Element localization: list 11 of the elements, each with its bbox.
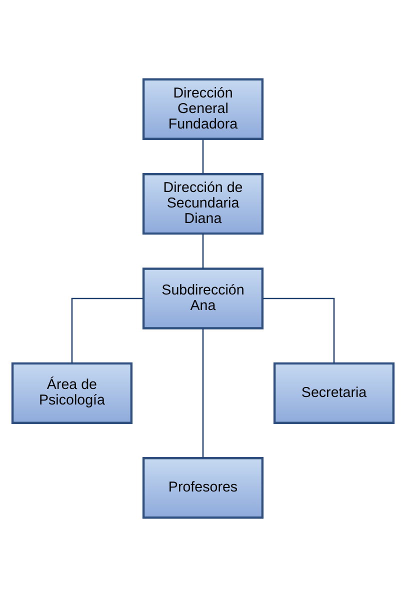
node-box: Dirección de Secundaria Diana: [142, 172, 264, 234]
node-box: Dirección General Fundadora: [142, 78, 264, 140]
node-box: Profesores: [142, 456, 264, 518]
connector: [202, 138, 204, 174]
connector: [262, 297, 335, 363]
connector: [202, 328, 204, 458]
connector: [202, 233, 204, 268]
node-box: Área de Psicología: [11, 362, 133, 424]
node-box: Subdirección Ana: [142, 267, 264, 329]
connector: [71, 297, 144, 363]
node-box: Secretaria: [273, 362, 395, 424]
